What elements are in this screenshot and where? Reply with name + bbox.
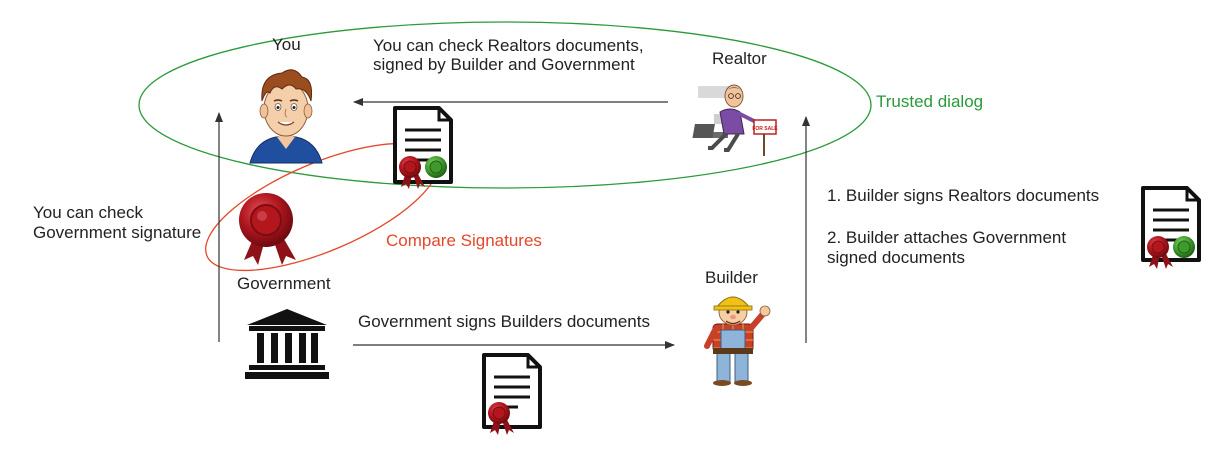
wax-seal-icon xyxy=(1173,236,1195,258)
wax-seal-icon xyxy=(239,193,296,265)
builder-label: Builder xyxy=(705,268,758,287)
realtor-label: Realtor xyxy=(712,49,767,68)
check-government-line2: Government signature xyxy=(33,223,202,242)
wax-seal-icon xyxy=(1147,236,1173,269)
compare-signatures-label: Compare Signatures xyxy=(386,231,542,250)
wax-seal-icon xyxy=(488,402,514,435)
trusted-dialog-ellipse xyxy=(138,21,872,189)
person-icon xyxy=(249,69,323,164)
builder-step2-line2: signed documents xyxy=(827,248,965,267)
check-realtor-docs-line2: signed by Builder and Government xyxy=(373,55,635,74)
builder-step2-line1: 2. Builder attaches Government xyxy=(827,228,1067,247)
trusted-dialog-label: Trusted dialog xyxy=(876,92,984,111)
gov-signs-builder-label: Government signs Builders documents xyxy=(358,312,650,331)
check-realtor-docs-line1: You can check Realtors documents, xyxy=(373,36,644,55)
builder-icon xyxy=(704,296,771,386)
wax-seal-icon xyxy=(425,156,447,178)
government-label: Government xyxy=(237,274,331,293)
wax-seal-icon xyxy=(399,156,425,189)
for-sale-sign-text: FOR SALE xyxy=(752,126,778,132)
builder-step1-label: 1. Builder signs Realtors documents xyxy=(827,186,1100,205)
check-government-line1: You can check xyxy=(33,203,143,222)
realtor-icon: FOR SALE xyxy=(692,84,778,156)
government-building-icon xyxy=(245,309,329,379)
you-label: You xyxy=(272,35,301,54)
